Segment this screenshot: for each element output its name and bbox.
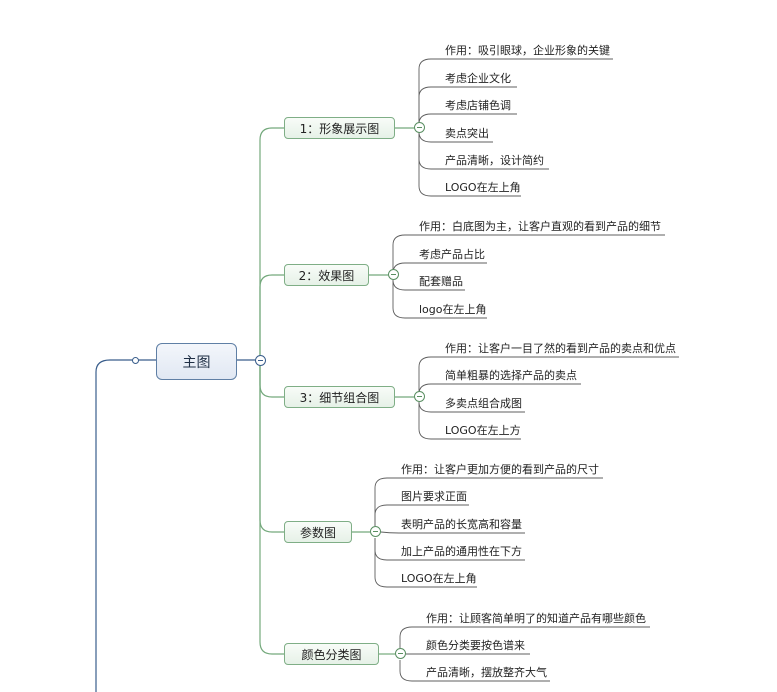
root-topic[interactable]: 主图 [156, 343, 237, 380]
leaf-topic[interactable]: 作用：吸引眼球，企业形象的关键 [445, 44, 610, 57]
leaf-topic[interactable]: 产品清晰，设计简约 [445, 154, 544, 167]
leaf-topic[interactable]: 作用：白底图为主，让客户直观的看到产品的细节 [419, 220, 661, 233]
leaf-topic[interactable]: LOGO在左上角 [401, 572, 477, 585]
leaf-topic[interactable]: 加上产品的通用性在下方 [401, 545, 522, 558]
leaf-connector [374, 538, 399, 561]
branch-connector [259, 366, 284, 533]
branch-topic-5[interactable]: 颜色分类图 [284, 643, 379, 665]
leaf-topic[interactable]: 表明产品的长宽高和容量 [401, 518, 522, 531]
leaf-connector [418, 134, 443, 197]
branch-connector [259, 366, 284, 655]
leaf-topic[interactable]: logo在左上角 [419, 303, 487, 316]
branch-collapse-icon[interactable] [414, 391, 425, 402]
leaf-connector [399, 660, 424, 682]
leaf-topic[interactable]: 考虑企业文化 [445, 72, 511, 85]
parent-link-handle[interactable] [132, 357, 139, 364]
branch-topic-label: 2：效果图 [298, 268, 355, 283]
leaf-connector [418, 131, 443, 143]
branch-topic-3[interactable]: 3：细节组合图 [284, 386, 395, 408]
branch-topic-label: 颜色分类图 [301, 647, 362, 662]
leaf-connector [380, 531, 400, 534]
leaf-topic[interactable]: 卖点突出 [445, 127, 489, 140]
branch-collapse-icon[interactable] [414, 122, 425, 133]
root-topic-label: 主图 [182, 354, 211, 371]
leaf-connector [418, 356, 443, 391]
branch-topic-label: 1：形象展示图 [299, 121, 380, 136]
parent-connector [95, 359, 156, 692]
root-collapse-icon[interactable] [255, 355, 266, 366]
leaf-topic[interactable]: 作用：让顾客简单明了的知道产品有哪些颜色 [426, 612, 646, 625]
leaf-connector [418, 134, 443, 170]
branch-topic-4[interactable]: 参数图 [284, 521, 352, 543]
branch-connector [259, 274, 284, 366]
leaf-topic[interactable]: LOGO在左上方 [445, 424, 521, 437]
leaf-connector [374, 477, 399, 526]
leaf-connector [418, 58, 443, 122]
branch-connector [259, 366, 284, 398]
leaf-topic[interactable]: 图片要求正面 [401, 490, 467, 503]
branch-topic-2[interactable]: 2：效果图 [284, 264, 369, 286]
leaf-connector [392, 281, 417, 319]
leaf-topic[interactable]: 作用：让客户更加方便的看到产品的尺寸 [401, 463, 599, 476]
leaf-connector [374, 538, 399, 588]
leaf-topic[interactable]: 颜色分类要按色谱来 [426, 639, 525, 652]
leaf-connector [392, 279, 417, 291]
leaf-topic[interactable]: 考虑店铺色调 [445, 99, 511, 112]
leaf-connector [418, 401, 443, 413]
leaf-topic[interactable]: 作用：让客户一目了然的看到产品的卖点和优点 [445, 342, 676, 355]
leaf-topic[interactable]: 简单粗暴的选择产品的卖点 [445, 369, 577, 382]
leaf-connector [392, 234, 417, 269]
branch-collapse-icon[interactable] [395, 648, 406, 659]
branch-collapse-icon[interactable] [370, 526, 381, 537]
leaf-connector [418, 86, 443, 122]
leaf-topic[interactable]: 配套赠品 [419, 275, 463, 288]
leaf-connector [399, 626, 424, 648]
leaf-topic[interactable]: 考虑产品占比 [419, 248, 485, 261]
leaf-connector [374, 504, 399, 526]
leaf-topic[interactable]: 产品清晰，摆放整齐大气 [426, 666, 547, 679]
leaf-connector [418, 403, 443, 440]
branch-topic-label: 参数图 [299, 525, 336, 540]
branch-connector [259, 127, 284, 366]
branch-topic-label: 3：细节组合图 [299, 390, 380, 405]
leaf-topic[interactable]: LOGO在左上角 [445, 181, 521, 194]
leaf-topic[interactable]: 多卖点组合成图 [445, 397, 522, 410]
branch-topic-1[interactable]: 1：形象展示图 [284, 117, 395, 139]
branch-collapse-icon[interactable] [388, 269, 399, 280]
